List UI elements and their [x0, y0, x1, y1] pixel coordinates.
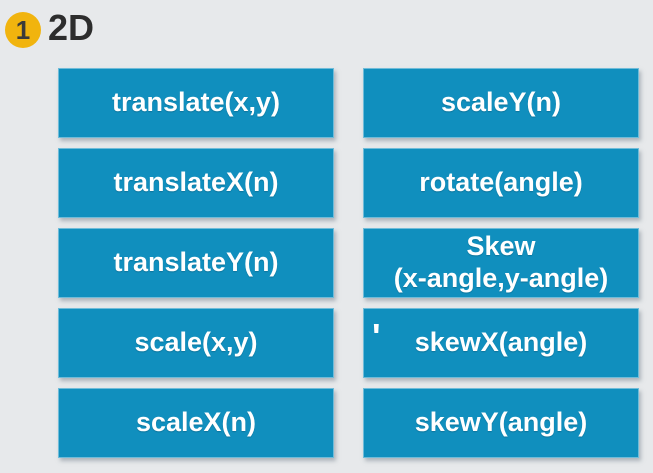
transform-button-translateX: translateX(n) — [58, 148, 334, 218]
transform-button-skewX: skewX(angle) ' — [363, 308, 639, 378]
transform-button-translateY: translateY(n) — [58, 228, 334, 298]
transform-button-scaleY: scaleY(n) — [363, 68, 639, 138]
button-label: scale(x,y) — [134, 327, 258, 358]
transform-button-grid: translate(x,y) translateX(n) translateY(n)… — [58, 68, 639, 458]
transform-button-rotate: rotate(angle) — [363, 148, 639, 218]
column-left: translate(x,y) translateX(n) translateY(n)… — [58, 68, 334, 458]
button-label: scaleY(n) — [440, 87, 562, 118]
page-title: 2D — [48, 7, 95, 48]
button-label: rotate(angle) — [419, 167, 583, 198]
button-label: scaleX(n) — [135, 407, 257, 438]
button-label: (x-angle,y-angle) — [393, 263, 609, 293]
button-label: skewY(angle) — [414, 407, 588, 438]
stray-apostrophe-mark: ' — [372, 316, 381, 357]
button-label: translateX(n) — [113, 167, 279, 198]
button-label: translateY(n) — [113, 247, 279, 278]
transform-button-skew: Skew(x-angle,y-angle) — [363, 228, 639, 298]
transform-button-skewY: skewY(angle) — [363, 388, 639, 458]
transform-button-scale: scale(x,y) — [58, 308, 334, 378]
button-label: translate(x,y) — [111, 87, 281, 118]
column-right: scaleY(n) rotate(angle) Skew(x-angle,y-ang… — [363, 68, 639, 458]
step-number: 1 — [15, 14, 31, 45]
transform-button-scaleX: scaleX(n) — [58, 388, 334, 458]
transform-button-translate: translate(x,y) — [58, 68, 334, 138]
step-number-badge: 1 — [5, 12, 41, 48]
button-label: skewX(angle) — [414, 327, 588, 358]
button-label: Skew — [466, 231, 536, 262]
